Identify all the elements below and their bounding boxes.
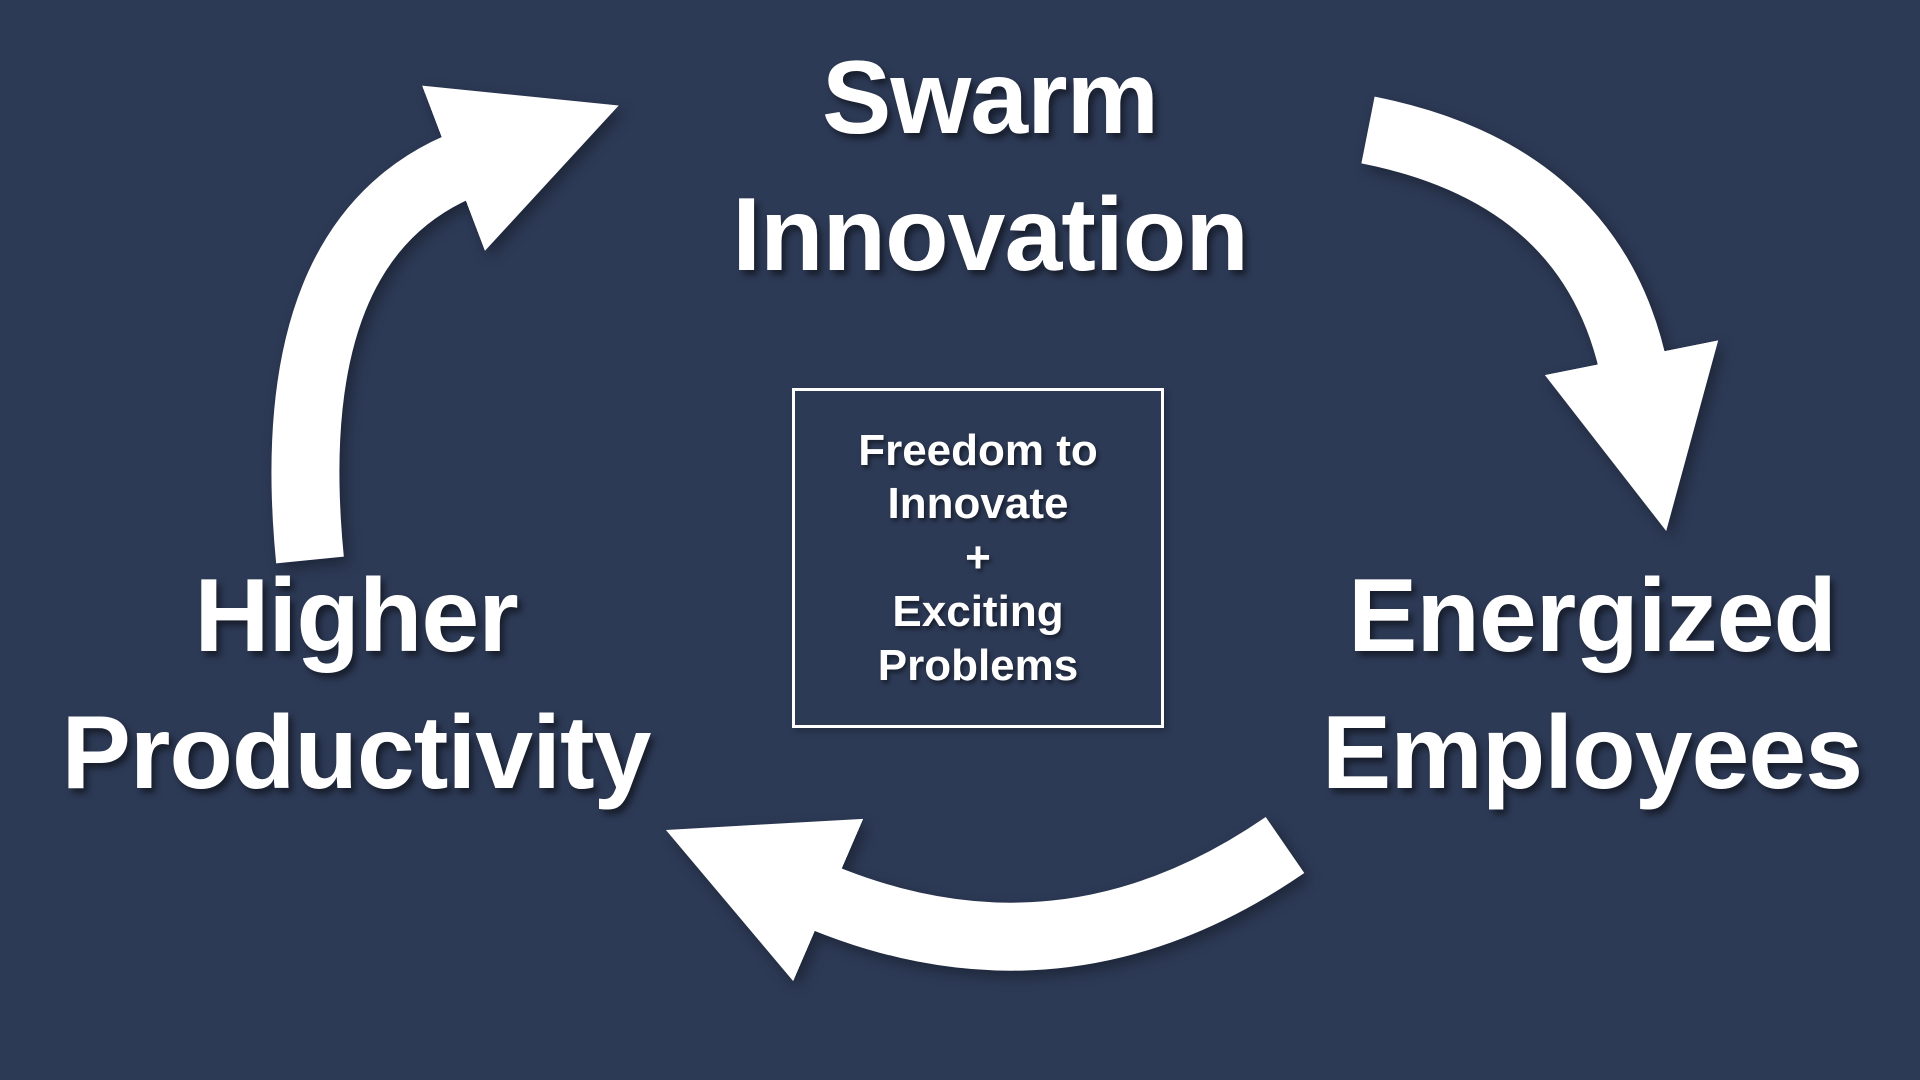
node-higher-productivity-line2: Productivity [61, 695, 652, 812]
center-box: Freedom to Innovate + Exciting Problems [792, 388, 1164, 728]
arrow-productivity-to-innovation-icon [271, 85, 619, 564]
node-higher-productivity: Higher Productivity [61, 548, 652, 823]
center-box-line-plus: + [965, 533, 991, 583]
node-swarm-innovation-line1: Swarm [821, 40, 1159, 156]
node-energized-employees: Energized Employees [1321, 548, 1863, 823]
node-swarm-innovation-line2: Innovation [732, 177, 1249, 294]
arrow-innovation-to-employees-icon [1361, 96, 1719, 532]
node-energized-employees-line1: Energized [1348, 558, 1837, 674]
center-box-line-freedom: Freedom to Innovate [858, 425, 1098, 529]
node-higher-productivity-line1: Higher [194, 558, 518, 674]
node-energized-employees-line2: Employees [1321, 695, 1863, 812]
node-swarm-innovation: Swarm Innovation [732, 30, 1249, 305]
center-box-line-problems: Exciting Problems [877, 586, 1079, 690]
arrow-employees-to-productivity-icon [665, 816, 1305, 982]
